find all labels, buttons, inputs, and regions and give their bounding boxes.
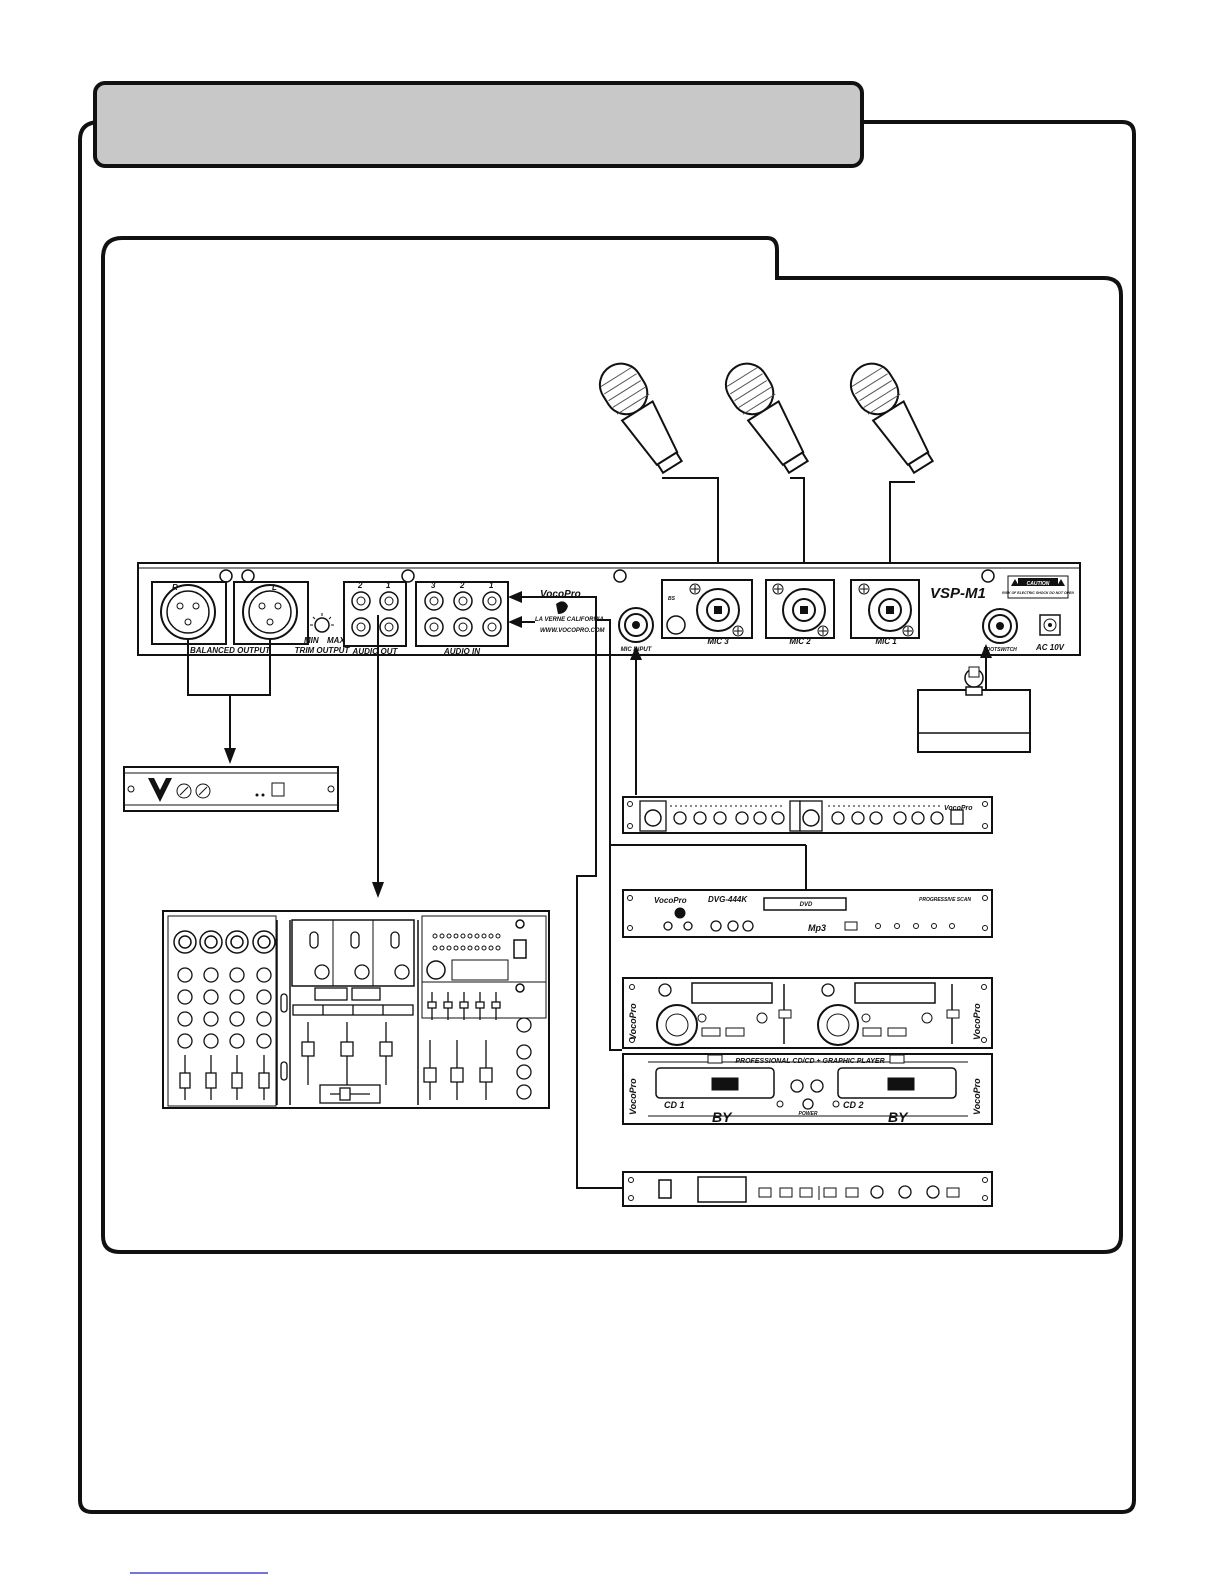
caution-text: RISK OF ELECTRIC SHOCK DO NOT OPEN bbox=[1002, 591, 1074, 595]
dvd-scan: PROGRESSIVE SCAN bbox=[919, 897, 971, 903]
caution-title: CAUTION bbox=[1027, 581, 1050, 587]
cd-controller-brand-right: VocoPro bbox=[972, 1003, 982, 1040]
audio-in-num-2: 2 bbox=[459, 581, 465, 590]
audio-in-arrows bbox=[508, 616, 535, 628]
dvd-brand: VocoPro bbox=[654, 896, 687, 905]
ch-r-label: R bbox=[172, 583, 178, 592]
cdg-brand-right: VocoPro bbox=[972, 1078, 982, 1115]
rear-model: VSP-M1 bbox=[930, 585, 986, 602]
cdg-player bbox=[622, 1053, 993, 1125]
cable-arrows bbox=[224, 591, 992, 898]
audio-in-label: AUDIO IN bbox=[443, 647, 480, 656]
mic-2-label: MIC 2 bbox=[789, 637, 811, 646]
ac-label: AC 10V bbox=[1035, 643, 1065, 652]
audio-in-num-1: 1 bbox=[489, 581, 494, 590]
mic-1-label: MIC 1 bbox=[875, 637, 897, 646]
eq-brand: VocoPro bbox=[944, 805, 973, 812]
cdg-cd1: CD 1 bbox=[664, 1100, 685, 1110]
microphone-2-icon bbox=[724, 362, 810, 475]
mic-2-jack[interactable] bbox=[765, 579, 835, 639]
tuner-unit bbox=[622, 1171, 993, 1207]
trim-output-label: TRIM OUTPUT bbox=[295, 646, 351, 655]
trim-output-knob[interactable] bbox=[310, 613, 334, 633]
dvd-mp3: Mp3 bbox=[808, 923, 826, 933]
ac-jack[interactable] bbox=[1039, 614, 1061, 636]
cables bbox=[187, 596, 987, 1189]
inner-frame bbox=[101, 236, 1123, 1254]
microphone-1-icon bbox=[849, 362, 935, 475]
balanced-output-r[interactable] bbox=[151, 581, 227, 645]
outer-frame bbox=[78, 120, 1136, 1514]
dvd-player bbox=[622, 889, 993, 938]
caution-label bbox=[1007, 575, 1069, 599]
footswitch-label: FOOTSWITCH bbox=[983, 647, 1017, 653]
rear-location: LA VERNE CALIFORNIA bbox=[535, 617, 604, 623]
dvd-logo: DVD bbox=[800, 902, 813, 908]
rear-website: WWW.VOCOPRO.COM bbox=[540, 628, 606, 634]
audio-in-num-3: 3 bbox=[431, 581, 436, 590]
mic-3-label: MIC 3 bbox=[707, 637, 729, 646]
microphone-3-icon bbox=[598, 362, 684, 475]
dvd-model: DVG-444K bbox=[708, 895, 748, 904]
cdg-by-right: BY bbox=[888, 1109, 909, 1125]
cdg-by-left: BY bbox=[712, 1109, 733, 1125]
rear-brand: VocoPro bbox=[540, 589, 581, 600]
ch-l-label: L bbox=[272, 583, 277, 592]
eq-processor bbox=[622, 796, 993, 834]
balanced-output-label: BALANCED OUTPUT bbox=[190, 646, 271, 655]
mic-input-jack[interactable] bbox=[618, 607, 654, 643]
trim-min: MIN bbox=[304, 636, 319, 645]
trim-max: MAX bbox=[327, 636, 345, 645]
cdg-brand-left: VocoPro bbox=[628, 1078, 638, 1115]
footswitch-pedal[interactable] bbox=[917, 666, 1031, 753]
audio-out-label: AUDIO OUT bbox=[352, 647, 399, 656]
dual-cd-controller bbox=[622, 977, 993, 1049]
audio-in-jacks[interactable] bbox=[415, 581, 509, 647]
svg-text:BS: BS bbox=[668, 596, 676, 602]
cdg-cd2: CD 2 bbox=[843, 1100, 864, 1110]
cdg-title: PROFESSIONAL CD/CD + GRAPHIC PLAYER bbox=[735, 1058, 884, 1065]
cdg-power: POWER bbox=[799, 1111, 818, 1117]
mic-1-jack[interactable] bbox=[850, 579, 920, 639]
dj-mixer bbox=[162, 910, 550, 1109]
mic-cables bbox=[662, 477, 915, 580]
footswitch-jack[interactable] bbox=[982, 608, 1018, 644]
mic-3-jack[interactable]: BS bbox=[661, 579, 753, 639]
audio-out-jacks[interactable] bbox=[343, 581, 407, 647]
audio-out-num-2: 2 bbox=[357, 581, 363, 590]
audio-out-num-1: 1 bbox=[386, 581, 391, 590]
cd-controller-brand-left: VocoPro bbox=[628, 1003, 638, 1040]
brand-logo-icon bbox=[556, 601, 568, 614]
balanced-output-l[interactable] bbox=[233, 581, 309, 645]
power-amplifier bbox=[123, 766, 339, 812]
header-tab bbox=[93, 81, 864, 168]
